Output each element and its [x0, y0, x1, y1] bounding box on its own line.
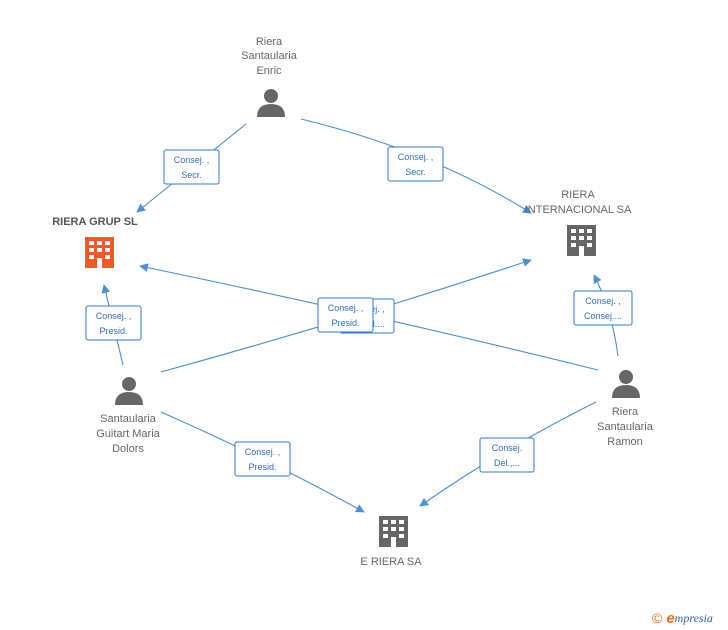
role-line: Consej. ,	[96, 311, 132, 321]
role-line: Presid.	[248, 462, 276, 472]
node-e-riera[interactable]: E RIERA SA	[360, 516, 422, 568]
role-line: Secr.	[405, 167, 426, 177]
role-line: Consej. ,	[398, 152, 434, 162]
node-enric[interactable]: Riera Santaularia Enric	[241, 36, 298, 117]
node-label-line: Guitart Maria	[96, 428, 160, 440]
node-label-line: Ramon	[607, 436, 642, 448]
node-label-line: RIERA	[561, 189, 595, 201]
node-riera-internacional[interactable]: RIERA INTERNACIONAL SA	[525, 189, 632, 256]
brand-initial: e	[666, 609, 675, 627]
building-icon	[85, 237, 114, 268]
node-ramon[interactable]: Riera Santaularia Ramon	[597, 370, 654, 448]
brand-name: mpresia	[674, 610, 713, 625]
node-label-line: INTERNACIONAL SA	[525, 204, 632, 216]
node-label-line: Riera	[612, 406, 639, 418]
node-label-line: E RIERA SA	[360, 556, 422, 568]
role-line: Presid.	[99, 326, 127, 336]
role-box-dolors-grup[interactable]: Consej. , Presid.	[85, 305, 142, 341]
building-icon	[379, 516, 408, 547]
person-icon	[115, 377, 143, 405]
role-box-dolors-eriera[interactable]: Consej. , Presid.	[234, 441, 291, 477]
role-line: Consej. ,	[328, 303, 364, 313]
person-icon	[612, 370, 640, 398]
role-line: Presid.	[331, 318, 359, 328]
node-label-line: Santaularia	[597, 421, 654, 433]
role-line: Consej....	[584, 311, 622, 321]
role-line: Consej.	[492, 443, 523, 453]
role-box-enric-grup[interactable]: Consej. , Secr.	[163, 149, 220, 185]
role-line: Secr.	[181, 170, 202, 180]
copyright-symbol: ©	[652, 610, 663, 626]
role-box-ramon-internacional[interactable]: Consej. , Consej....	[573, 290, 633, 326]
node-label-line: Santaularia	[241, 50, 298, 62]
role-line: Del.,...	[494, 458, 520, 468]
role-box-dolors-internacional[interactable]: Consej. , Presid.	[317, 297, 374, 333]
role-line: Consej. ,	[174, 155, 210, 165]
role-line: Consej. ,	[585, 296, 621, 306]
role-line: Consej. ,	[245, 447, 281, 457]
node-label-line: Enric	[256, 65, 282, 77]
role-box-ramon-eriera[interactable]: Consej. Del.,...	[479, 437, 535, 473]
node-label-line: Santaularia	[100, 413, 157, 425]
person-icon	[257, 89, 285, 117]
empresia-logo: © e mpresia	[652, 608, 713, 628]
building-icon	[567, 225, 596, 256]
node-riera-grup[interactable]: RIERA GRUP SL	[52, 216, 138, 268]
node-maria-dolors[interactable]: Santaularia Guitart Maria Dolors	[96, 377, 161, 455]
node-label-line: Riera	[256, 36, 283, 48]
node-label-line: Dolors	[112, 443, 144, 455]
role-box-enric-internacional[interactable]: Consej. , Secr.	[387, 146, 444, 182]
node-label-line: RIERA GRUP SL	[52, 216, 138, 228]
